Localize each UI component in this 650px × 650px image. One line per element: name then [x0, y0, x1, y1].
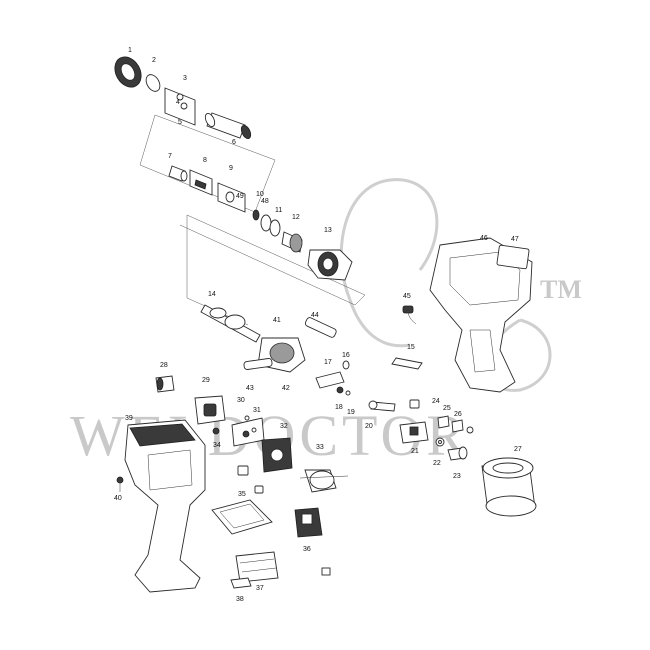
part-plate-small	[409, 399, 420, 409]
callout-25: 25	[443, 405, 451, 412]
callout-29: 29	[202, 377, 210, 384]
part-brush-holder	[435, 415, 474, 461]
callout-6: 6	[232, 139, 236, 146]
callout-19: 19	[347, 409, 355, 416]
part-spring	[217, 182, 246, 213]
part-motor-bearing	[307, 249, 353, 281]
watermark-tm: TM	[540, 275, 582, 304]
part-plate-38	[230, 577, 252, 589]
part-steel-ball	[168, 165, 188, 182]
part-screw-40	[116, 476, 124, 492]
part-battery-housing-bottom	[391, 357, 423, 370]
callout-15: 15	[407, 344, 415, 351]
part-o-ring	[145, 74, 161, 92]
part-gear-housing	[281, 231, 303, 253]
callout-23: 23	[453, 473, 461, 480]
callout-46: 46	[480, 235, 488, 242]
callout-13: 13	[324, 227, 332, 234]
callout-48: 48	[261, 198, 269, 205]
callout-3: 3	[183, 75, 187, 82]
callout-36: 36	[303, 546, 311, 553]
callout-7: 7	[168, 153, 172, 160]
callout-18: 18	[335, 404, 343, 411]
part-hammer	[189, 169, 213, 196]
part-armature-33	[299, 469, 349, 493]
callout-11: 11	[275, 207, 282, 214]
part-field-core-32	[261, 437, 293, 473]
callout-22: 22	[433, 460, 441, 467]
callout-16: 16	[342, 352, 350, 359]
callout-39: 39	[125, 415, 133, 422]
callout-30: 30	[237, 397, 245, 404]
callout-27: 27	[514, 446, 522, 453]
callout-38: 38	[236, 596, 244, 603]
part-pin-set	[164, 87, 196, 126]
callout-26: 26	[454, 411, 462, 418]
callout-40: 40	[114, 495, 122, 502]
callout-45: 45	[403, 293, 411, 300]
callout-1: 1	[128, 47, 132, 54]
callout-33: 33	[316, 444, 324, 451]
callout-28: 28	[160, 362, 168, 369]
part-anvil-cap	[114, 56, 142, 88]
callout-10: 10	[256, 191, 264, 198]
callout-49: 49	[236, 193, 244, 200]
callout-47: 47	[511, 236, 519, 243]
callout-8: 8	[203, 157, 207, 164]
callout-41: 41	[273, 317, 281, 324]
part-controller	[399, 421, 429, 444]
callout-35: 35	[238, 491, 246, 498]
callout-14: 14	[208, 291, 216, 298]
callout-9: 9	[229, 165, 233, 172]
part-label-47	[496, 244, 530, 270]
part-plate	[243, 358, 273, 370]
callout-4: 4	[176, 99, 180, 106]
part-housing-main	[124, 419, 206, 593]
callout-20: 20	[365, 423, 373, 430]
callout-37: 37	[256, 585, 264, 592]
part-spindle-sleeve	[204, 112, 252, 139]
part-motor-shaft	[200, 304, 261, 343]
callout-44: 44	[311, 312, 319, 319]
part-switch-terminal	[315, 360, 351, 396]
callout-labels: 1 2 3 4 5 6 7 8 9 10 11 12 13 14 15 16 1…	[114, 47, 522, 603]
part-screw	[155, 375, 175, 393]
part-label	[304, 317, 337, 338]
callout-34: 34	[213, 442, 221, 449]
part-armature	[481, 457, 537, 517]
part-led-circuit	[402, 305, 417, 325]
callout-31: 31	[253, 407, 261, 414]
callout-2: 2	[152, 57, 156, 64]
callout-5: 5	[178, 119, 182, 126]
part-bumper	[211, 465, 273, 535]
part-controller-36	[294, 507, 331, 576]
callout-43: 43	[246, 385, 254, 392]
part-pin	[368, 400, 396, 412]
assembly-guide-lines	[139, 114, 366, 326]
part-battery-cover	[194, 395, 226, 425]
callout-17: 17	[324, 359, 332, 366]
callout-12: 12	[292, 214, 300, 221]
part-housing-half	[429, 237, 533, 393]
callout-42: 42	[282, 385, 290, 392]
callout-32: 32	[280, 423, 288, 430]
part-plate-37	[235, 551, 279, 583]
callout-24: 24	[432, 398, 440, 405]
part-ring	[252, 209, 281, 237]
callout-21: 21	[411, 448, 419, 455]
